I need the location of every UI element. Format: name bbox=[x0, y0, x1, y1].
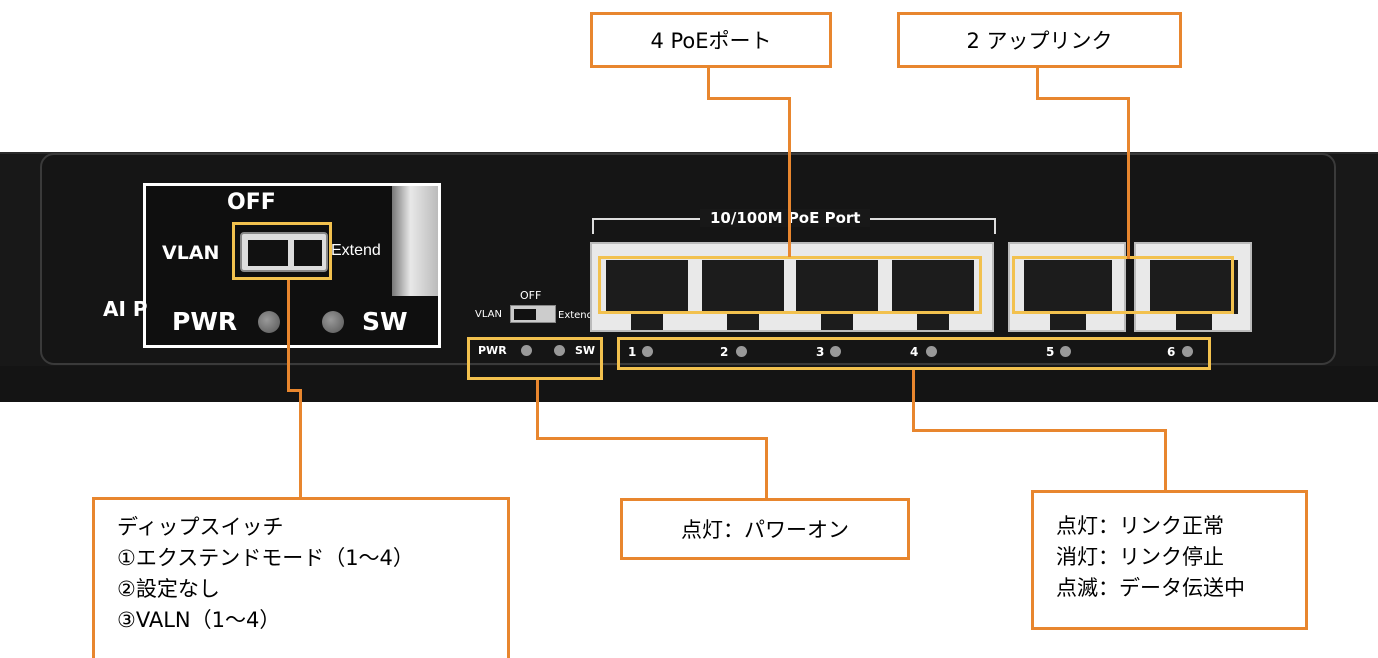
port-led-2 bbox=[736, 346, 747, 357]
callout-link-line-1: 点灯：リンク正常 bbox=[1056, 514, 1224, 538]
port-leds-highlight bbox=[617, 337, 1211, 370]
callout-dip-line-3: ②設定なし bbox=[117, 577, 220, 601]
zoom-sw-label: SW bbox=[362, 307, 408, 336]
port-number-2: 2 bbox=[720, 345, 729, 359]
zoom-extend-label: Extend bbox=[331, 242, 381, 259]
connector-uplink bbox=[1036, 65, 1039, 97]
callout-uplink-text: 2 アップリンク bbox=[966, 29, 1113, 53]
port-led-5 bbox=[1060, 346, 1071, 357]
connector-dip bbox=[287, 280, 290, 392]
callout-dip-switch: ディップスイッチ ①エクステンドモード（1～4） ②設定なし ③VALN（1～4… bbox=[92, 497, 510, 658]
small-sw-led bbox=[554, 345, 565, 356]
connector-power bbox=[536, 437, 768, 440]
connector-uplink bbox=[1127, 97, 1130, 259]
small-pwr-label: PWR bbox=[478, 344, 507, 357]
callout-poe-ports: 4 PoEポート bbox=[590, 12, 832, 68]
port-led-6 bbox=[1182, 346, 1193, 357]
small-dip-switch bbox=[510, 305, 556, 323]
connector-dip bbox=[299, 389, 302, 499]
port-led-4 bbox=[926, 346, 937, 357]
zoom-off-label: OFF bbox=[227, 190, 276, 215]
connector-poe bbox=[707, 97, 791, 100]
ethernet-port-1 bbox=[606, 260, 688, 330]
ethernet-port-3 bbox=[796, 260, 878, 330]
uplink-ports-highlight bbox=[1012, 256, 1234, 314]
zoom-vlan-label: VLAN bbox=[162, 242, 220, 264]
ethernet-port-4 bbox=[892, 260, 974, 330]
port-number-3: 3 bbox=[816, 345, 825, 359]
callout-link-line-3: 点滅：データ伝送中 bbox=[1056, 576, 1245, 600]
zoom-dip-switch bbox=[240, 232, 328, 272]
ethernet-port-6 bbox=[1150, 260, 1238, 330]
zoom-pwr-led bbox=[258, 311, 280, 333]
connector-power bbox=[536, 380, 539, 440]
callout-power-text: 点灯：パワーオン bbox=[681, 518, 849, 542]
dip-switch-highlight bbox=[232, 222, 332, 280]
small-extend-label: Extend bbox=[558, 310, 593, 321]
small-pwr-led bbox=[521, 345, 532, 356]
ethernet-port-5 bbox=[1024, 260, 1112, 330]
port-number-5: 5 bbox=[1046, 345, 1055, 359]
port-number-1: 1 bbox=[628, 345, 637, 359]
port-led-1 bbox=[642, 346, 653, 357]
callout-link-led: 点灯：リンク正常 消灯：リンク停止 点滅：データ伝送中 bbox=[1031, 490, 1308, 630]
small-vlan-label: VLAN bbox=[475, 309, 502, 320]
port-led-3 bbox=[830, 346, 841, 357]
power-led-highlight bbox=[467, 337, 603, 380]
port-group-title: 10/100M PoE Port bbox=[700, 209, 871, 227]
chassis-base bbox=[0, 366, 1378, 402]
ethernet-port-2 bbox=[702, 260, 784, 330]
callout-dip-line-2: ①エクステンドモード（1～4） bbox=[117, 546, 414, 570]
callout-uplink-ports: 2 アップリンク bbox=[897, 12, 1182, 68]
callout-poe-text: 4 PoEポート bbox=[650, 29, 772, 53]
connector-poe bbox=[788, 97, 791, 257]
ai-port-label: AI P bbox=[103, 297, 148, 321]
connector-link bbox=[912, 429, 1167, 432]
callout-dip-line-4: ③VALN（1～4） bbox=[117, 608, 281, 632]
port-number-4: 4 bbox=[910, 345, 919, 359]
connector-link bbox=[912, 370, 915, 432]
connector-uplink bbox=[1036, 97, 1130, 100]
connector-link bbox=[1164, 429, 1167, 491]
poe-ports-highlight bbox=[598, 256, 982, 314]
port-number-6: 6 bbox=[1167, 345, 1176, 359]
connector-dip bbox=[287, 389, 302, 392]
connector-power bbox=[765, 437, 768, 499]
callout-dip-line-1: ディップスイッチ bbox=[117, 515, 284, 539]
connector-poe bbox=[707, 65, 710, 97]
small-off-label: OFF bbox=[520, 289, 542, 302]
small-sw-label: SW bbox=[575, 344, 596, 357]
callout-link-line-2: 消灯：リンク停止 bbox=[1056, 545, 1224, 569]
zoom-sw-led bbox=[322, 311, 344, 333]
callout-power-led: 点灯：パワーオン bbox=[620, 498, 910, 560]
zoom-port-edge bbox=[392, 186, 438, 296]
zoom-pwr-label: PWR bbox=[172, 307, 238, 336]
